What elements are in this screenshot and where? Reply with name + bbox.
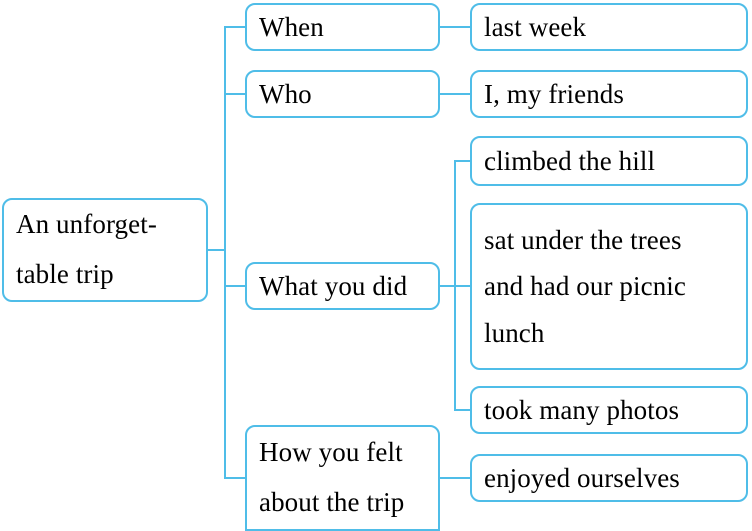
- node-took-many-photos[interactable]: took many photos: [470, 386, 748, 434]
- node-enjoyed-ourselves-label: enjoyed ourselves: [484, 462, 680, 493]
- node-i-my-friends[interactable]: I, my friends: [470, 70, 748, 118]
- node-took-many-photos-label: took many photos: [484, 394, 680, 425]
- node-what-you-did[interactable]: What you did: [245, 262, 440, 310]
- node-how-you-felt[interactable]: How you felt about the trip: [245, 425, 440, 531]
- node-sat-under-the-trees[interactable]: sat under the trees and had our picnic l…: [470, 203, 748, 370]
- node-how-you-felt-label: How you felt about the trip: [259, 437, 405, 517]
- node-who[interactable]: Who: [245, 70, 440, 118]
- node-what-you-did-label: What you did: [259, 270, 408, 301]
- node-root[interactable]: An unforget- table trip: [2, 198, 208, 302]
- node-enjoyed-ourselves[interactable]: enjoyed ourselves: [470, 454, 748, 502]
- node-climbed-the-hill-label: climbed the hill: [484, 145, 656, 176]
- node-when-label: When: [259, 11, 324, 42]
- node-root-label: An unforget- table trip: [16, 209, 157, 289]
- node-climbed-the-hill[interactable]: climbed the hill: [470, 136, 748, 186]
- node-last-week[interactable]: last week: [470, 3, 748, 51]
- node-when[interactable]: When: [245, 3, 440, 51]
- node-sat-under-the-trees-label: sat under the trees and had our picnic l…: [484, 224, 686, 348]
- node-who-label: Who: [259, 78, 312, 109]
- node-last-week-label: last week: [484, 11, 587, 42]
- node-i-my-friends-label: I, my friends: [484, 78, 625, 109]
